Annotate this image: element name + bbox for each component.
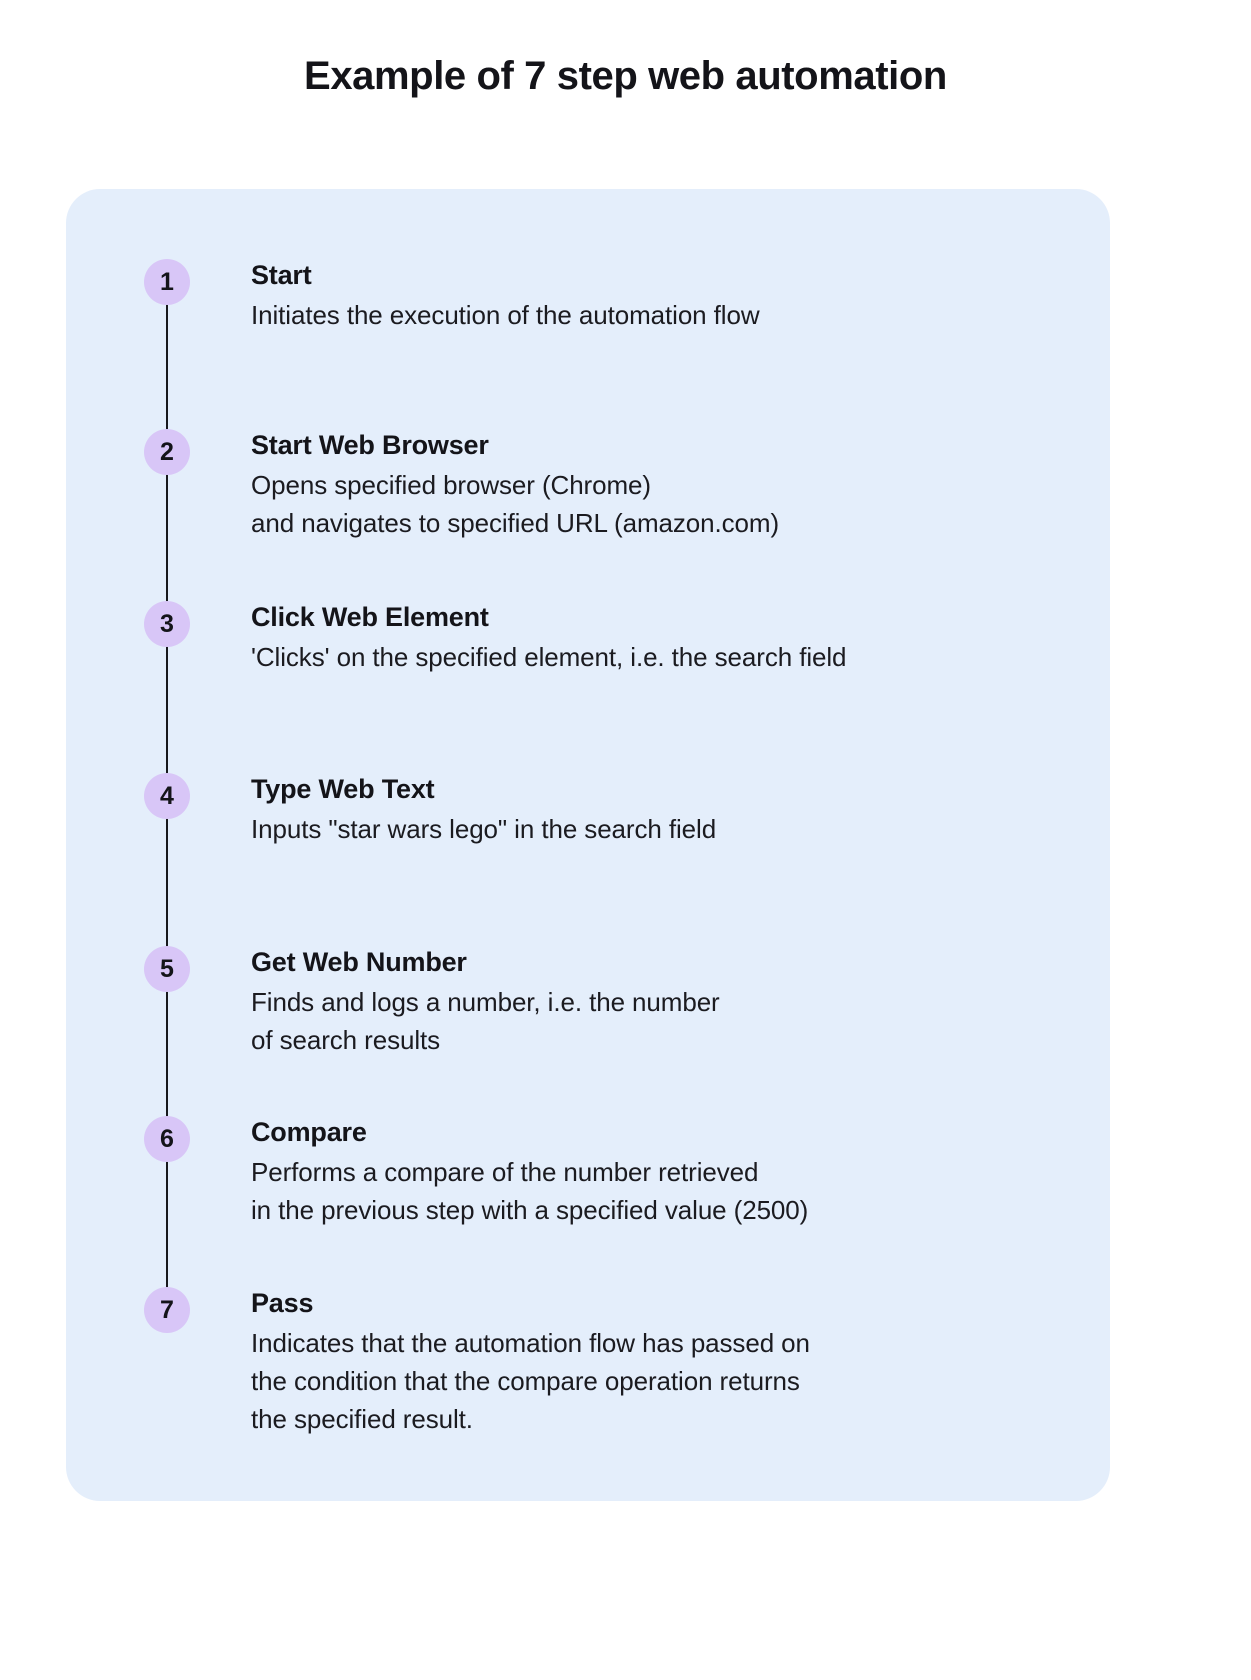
step-number-badge-3: 3 <box>144 601 190 647</box>
step-number-5: 5 <box>160 954 174 983</box>
step-content-3: Click Web Element 'Clicks' on the specif… <box>251 599 1081 676</box>
page-title: Example of 7 step web automation <box>304 54 947 98</box>
steps-card: 1 Start Initiates the execution of the a… <box>66 189 1110 1501</box>
step-title-2: Start Web Browser <box>251 430 489 460</box>
step-description-3: 'Clicks' on the specified element, i.e. … <box>251 642 847 672</box>
step-number-6: 6 <box>160 1124 174 1153</box>
step-number-2: 2 <box>160 437 174 466</box>
step-content-4: Type Web Text Inputs "star wars lego" in… <box>251 771 1081 848</box>
step-title-1: Start <box>251 260 312 290</box>
step-description-1: Initiates the execution of the automatio… <box>251 300 760 330</box>
step-number-badge-4: 4 <box>144 773 190 819</box>
step-title-7: Pass <box>251 1288 314 1318</box>
step-number-1: 1 <box>160 267 174 296</box>
timeline: 1 Start Initiates the execution of the a… <box>66 189 1110 1501</box>
step-content-6: Compare Performs a compare of the number… <box>251 1114 1081 1229</box>
step-title-4: Type Web Text <box>251 774 435 804</box>
step-description-7: Indicates that the automation flow has p… <box>251 1328 810 1434</box>
step-number-7: 7 <box>160 1295 174 1324</box>
step-content-2: Start Web Browser Opens specified browse… <box>251 427 1081 542</box>
step-number-badge-5: 5 <box>144 946 190 992</box>
step-number-badge-7: 7 <box>144 1287 190 1333</box>
step-content-1: Start Initiates the execution of the aut… <box>251 257 1081 334</box>
step-number-badge-6: 6 <box>144 1116 190 1162</box>
step-number-badge-1: 1 <box>144 259 190 305</box>
step-number-4: 4 <box>160 781 174 810</box>
step-content-7: Pass Indicates that the automation flow … <box>251 1285 1081 1438</box>
step-description-6: Performs a compare of the number retriev… <box>251 1157 809 1225</box>
step-title-6: Compare <box>251 1117 367 1147</box>
step-description-2: Opens specified browser (Chrome) and nav… <box>251 470 780 538</box>
step-description-5: Finds and logs a number, i.e. the number… <box>251 987 720 1055</box>
step-description-4: Inputs "star wars lego" in the search fi… <box>251 814 717 844</box>
step-title-5: Get Web Number <box>251 947 467 977</box>
step-number-3: 3 <box>160 609 174 638</box>
step-content-5: Get Web Number Finds and logs a number, … <box>251 944 1081 1059</box>
step-number-badge-2: 2 <box>144 429 190 475</box>
step-title-3: Click Web Element <box>251 602 489 632</box>
